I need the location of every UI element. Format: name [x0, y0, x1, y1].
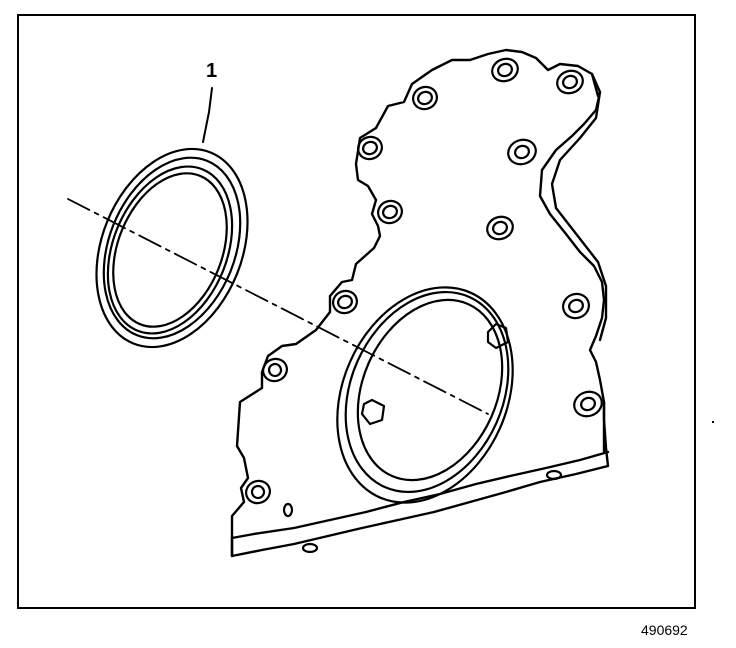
print-artifact-dot [712, 421, 714, 423]
callout-number: 1 [206, 60, 218, 82]
figure-id-number: 490692 [641, 622, 688, 638]
center-axis-line [67, 198, 489, 415]
housing-bore [336, 286, 514, 504]
callout-leader-line [202, 87, 213, 143]
figure-frame [17, 14, 696, 609]
oil-seal-ring [95, 147, 249, 349]
bolt-holes [245, 57, 603, 554]
